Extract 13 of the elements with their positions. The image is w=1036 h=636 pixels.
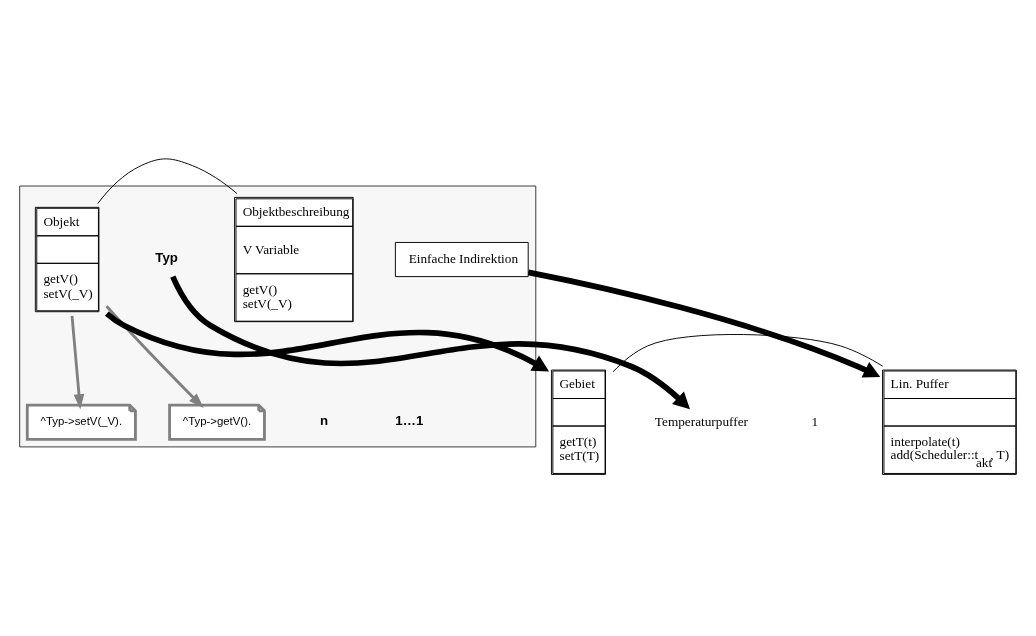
node-text: Typ [155, 249, 178, 265]
label: 1 [811, 413, 819, 429]
arrow [105, 304, 204, 408]
label: n [319, 412, 329, 428]
node-text: Temperaturpuffer [654, 413, 748, 429]
arrow [105, 310, 550, 371]
arrow [70, 315, 85, 409]
connector [612, 333, 884, 372]
label: 1…1 [395, 412, 424, 428]
arrow [170, 274, 690, 409]
arrow [527, 269, 881, 378]
connector [97, 157, 238, 204]
node-box: Einfache Indirektion [394, 241, 529, 277]
